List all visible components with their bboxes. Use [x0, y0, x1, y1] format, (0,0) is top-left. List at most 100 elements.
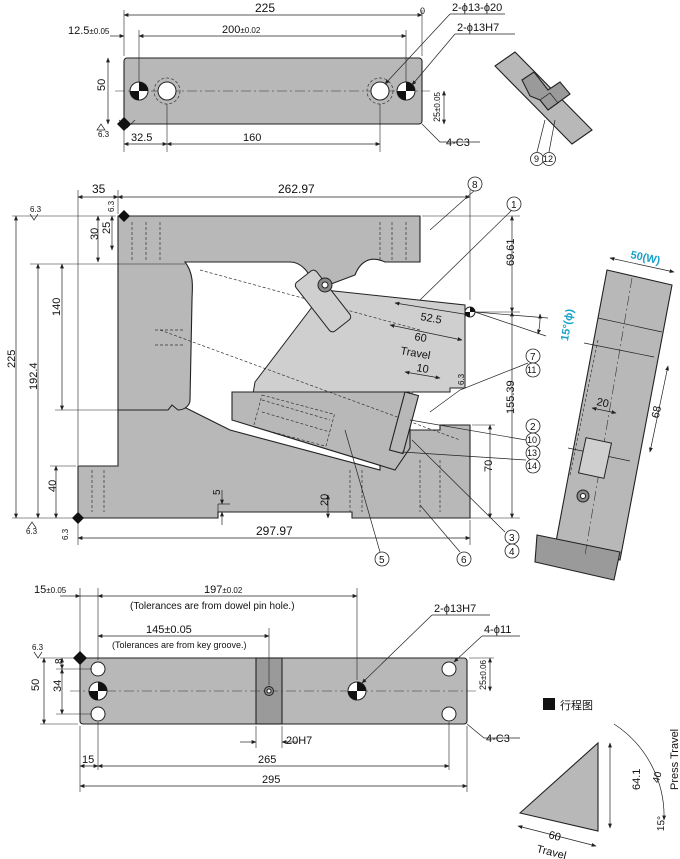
bottom-dim-8: 8: [54, 658, 65, 664]
mount-hole-3: [441, 661, 457, 677]
svg-text:1: 1: [511, 200, 517, 211]
bottom-dim-left-tol: ±0.05: [46, 586, 67, 595]
dowel-hole-right: [396, 81, 416, 101]
bottom-roughness: 6.3: [32, 643, 44, 652]
mount-hole-4: [441, 706, 457, 722]
end-view-width: 50(W): [629, 249, 661, 267]
bottom-dim-key: 145±0.05: [146, 624, 192, 636]
bottom-dim-dowel-tol: ±0.02: [222, 586, 243, 595]
angle-label: 15°(ϕ): [559, 308, 576, 342]
svg-text:9: 9: [534, 154, 539, 164]
dowel-hole-left: [129, 81, 149, 101]
dim-left-to-hole: 32.5: [131, 132, 152, 144]
callout-9: 9: [530, 152, 544, 166]
counterbore-hole-left: [157, 81, 177, 101]
stroke-40: 40: [651, 770, 665, 784]
callout-5: 5: [374, 551, 390, 567]
bottom-key-note: (Tolerances are from key groove.): [112, 640, 247, 650]
side-view: 35 262.97 30 25 140 192.4 225 40 69.61 1…: [6, 176, 576, 567]
dim-bottom-length: 297.97: [256, 524, 293, 538]
dim-left-offset: 35: [92, 182, 106, 196]
dim-140: 140: [51, 298, 63, 316]
callout-11: 11: [525, 362, 541, 378]
end-view-68: 68: [650, 405, 664, 419]
roughness-side-4: 6.3: [61, 528, 70, 540]
bottom-dim-key-width: 20H7: [286, 735, 312, 747]
svg-text:11: 11: [527, 365, 536, 375]
mount-hole-2: [90, 706, 106, 722]
dim-offset-left-tol: ±0.05: [89, 27, 110, 36]
svg-text:15±0.05: 15±0.05: [34, 584, 67, 596]
bottom-view: 15±0.05 197±0.02 (Tolerances are from do…: [30, 584, 520, 792]
svg-text:25±0.05: 25±0.05: [432, 91, 442, 122]
detail-view: 9 12: [494, 51, 593, 166]
svg-text:10: 10: [527, 435, 537, 445]
cam-driver: [231, 391, 411, 471]
callout-8: 8: [467, 176, 483, 192]
dim-top-length: 262.97: [278, 182, 315, 196]
bottom-dim-50: 50: [30, 679, 42, 691]
callout-3: 3: [504, 529, 520, 545]
roughness-side-2: 6.3: [30, 205, 42, 214]
callout-7: 7: [525, 348, 541, 364]
dim-zero: 0: [420, 6, 425, 16]
svg-text:7: 7: [530, 352, 536, 363]
bottom-dowel-left: [88, 681, 108, 701]
svg-text:13: 13: [527, 448, 537, 458]
svg-text:5: 5: [379, 555, 385, 566]
link-arm: [294, 269, 352, 333]
dim-60: 60: [413, 331, 427, 345]
guide-plate: [388, 391, 420, 455]
bottom-dowel-note: (Tolerances are from dowel pin hole.): [130, 601, 295, 612]
callout-2: 2: [525, 418, 541, 434]
svg-text:197±0.02: 197±0.02: [204, 584, 243, 596]
callout-14: 14: [525, 458, 541, 474]
bottom-dim-left: 15: [34, 584, 46, 596]
dim-pin-pitch-tol: ±0.02: [240, 26, 261, 35]
top-view: 225 0 12.5±0.05 200±0.02 50 25±0.05 32.5…: [68, 1, 515, 152]
bottom-dim-15: 15: [82, 754, 94, 766]
note-dowel: 2-ϕ13H7: [457, 22, 499, 34]
bottom-dim-34: 34: [52, 680, 64, 692]
stroke-60: 60: [547, 829, 562, 844]
bottom-dim-295: 295: [262, 774, 280, 786]
dim-height-half-tol: ±0.05: [433, 91, 442, 112]
stroke-travel: Travel: [535, 843, 567, 859]
dim-hole-pitch: 160: [243, 132, 261, 144]
callout-12: 12: [542, 152, 556, 166]
dim-70: 70: [483, 460, 495, 472]
dim-10: 10: [415, 362, 429, 376]
dim-30: 30: [89, 228, 101, 240]
dim-pin-pitch: 200: [222, 24, 240, 36]
dim-offset-left: 12.5: [68, 25, 89, 37]
end-view: 50(W) 20 68: [534, 249, 675, 581]
bottom-dowel-right: [347, 681, 367, 701]
stroke-press-travel: Press Travel: [669, 729, 680, 790]
stroke-title-marker: [543, 698, 555, 710]
callout-4: 4: [504, 543, 520, 559]
stroke-triangle: [518, 741, 599, 832]
bottom-note-holes: 4-ϕ11: [484, 624, 511, 636]
dim-height-half: 25: [432, 112, 442, 122]
dim-height: 50: [96, 79, 108, 91]
roughness-top: 6.3: [98, 130, 110, 139]
bottom-dim-half: 25: [478, 680, 488, 690]
dim-52-5: 52.5: [419, 311, 442, 327]
callout-13: 13: [525, 445, 541, 461]
dim-25: 25: [101, 222, 113, 234]
note-chamfer: 4-C3: [446, 137, 470, 149]
stroke-angle: 15°: [656, 816, 668, 831]
dim-overall-width: 225: [255, 1, 275, 15]
roughness-side-5: 6.3: [457, 373, 466, 385]
stroke-64-1: 64.1: [631, 769, 643, 790]
dim-69-61: 69.61: [505, 238, 517, 266]
counterbore-hole-right: [370, 81, 390, 101]
upper-holder: [117, 215, 421, 411]
svg-text:25±0.06: 25±0.06: [478, 659, 488, 690]
roughness-side-3: 6.3: [26, 527, 38, 536]
bottom-dim-dowel: 197: [204, 584, 222, 596]
note-counterbore: 2-ϕ13-ϕ20: [452, 2, 502, 14]
dim-5: 5: [212, 489, 223, 495]
bottom-note-dowel: 2-ϕ13H7: [434, 603, 476, 615]
